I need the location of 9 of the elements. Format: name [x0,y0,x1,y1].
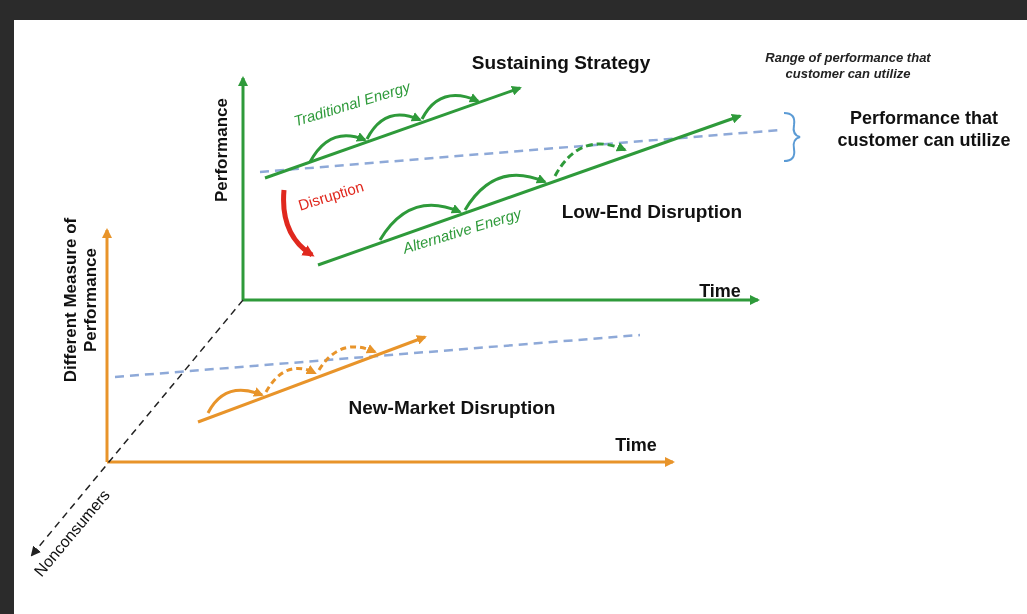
axis-label: Different Measure of Performance [60,216,101,385]
strategy-label: Sustaining Strategy [470,51,652,75]
axis-label: Time [614,435,658,457]
axis-label: Time [698,281,742,303]
axis-label: Performance [211,97,232,204]
performance-note: Performance that customer can utilize [836,108,1012,152]
strategy-label: Low-End Disruption [560,200,744,224]
strategy-label: New-Market Disruption [347,396,557,420]
range-note: Range of performance that customer can utilize [764,50,932,82]
